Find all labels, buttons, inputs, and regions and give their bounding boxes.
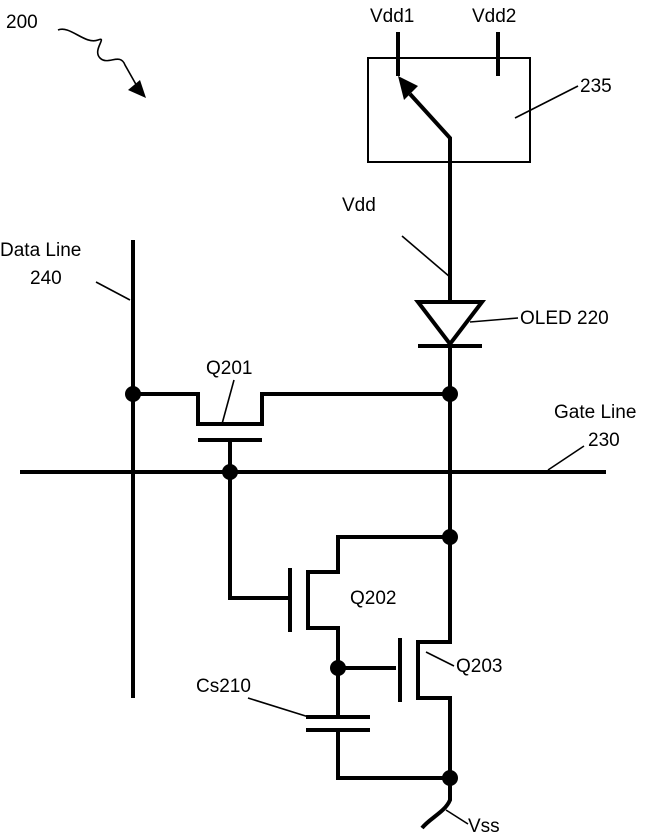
cs-bottom-lead <box>338 730 450 778</box>
figure-ref-label: 200 <box>6 12 38 33</box>
gate-line-label: Gate Line <box>554 402 636 423</box>
vdd1-label: Vdd1 <box>370 6 414 27</box>
node-oled-q201 <box>442 386 458 402</box>
q203-leader <box>426 652 454 666</box>
node-data-q201 <box>125 386 141 402</box>
switch-arrowhead <box>398 76 418 100</box>
node-storage <box>330 660 346 676</box>
vdd-leader <box>402 236 450 277</box>
data-line-leader <box>96 282 130 300</box>
q201-label: Q201 <box>206 358 252 379</box>
data-line-number: 240 <box>30 268 62 289</box>
vdd-label: Vdd <box>342 195 376 216</box>
switch-blade <box>410 94 450 250</box>
figure-ref-arrowhead <box>128 80 146 98</box>
node-vss <box>442 770 458 786</box>
oled-diode-symbol <box>418 302 482 344</box>
cs-label: Cs210 <box>196 676 251 697</box>
vss-terminal <box>422 778 450 828</box>
cs-leader <box>248 698 312 718</box>
switch-block-leader <box>515 86 578 118</box>
q203-channel <box>418 590 450 778</box>
data-line-label: Data Line <box>0 240 81 261</box>
node-q202-drain <box>442 529 458 545</box>
q201-leader <box>222 380 234 424</box>
gate-line-leader <box>548 446 584 470</box>
vdd2-label: Vdd2 <box>472 6 516 27</box>
q203-label: Q203 <box>456 656 502 677</box>
oled-leader <box>470 318 518 322</box>
q202-gate-wire <box>230 472 288 598</box>
q201-channel <box>133 394 450 424</box>
switch-block-label: 235 <box>580 76 612 97</box>
q202-label: Q202 <box>350 588 396 609</box>
vss-leader <box>446 810 468 824</box>
vss-label: Vss <box>468 816 500 835</box>
node-gate-line <box>222 464 238 480</box>
oled-label: OLED 220 <box>520 308 609 329</box>
gate-line-number: 230 <box>588 430 620 451</box>
figure-ref-arrow <box>58 29 138 88</box>
